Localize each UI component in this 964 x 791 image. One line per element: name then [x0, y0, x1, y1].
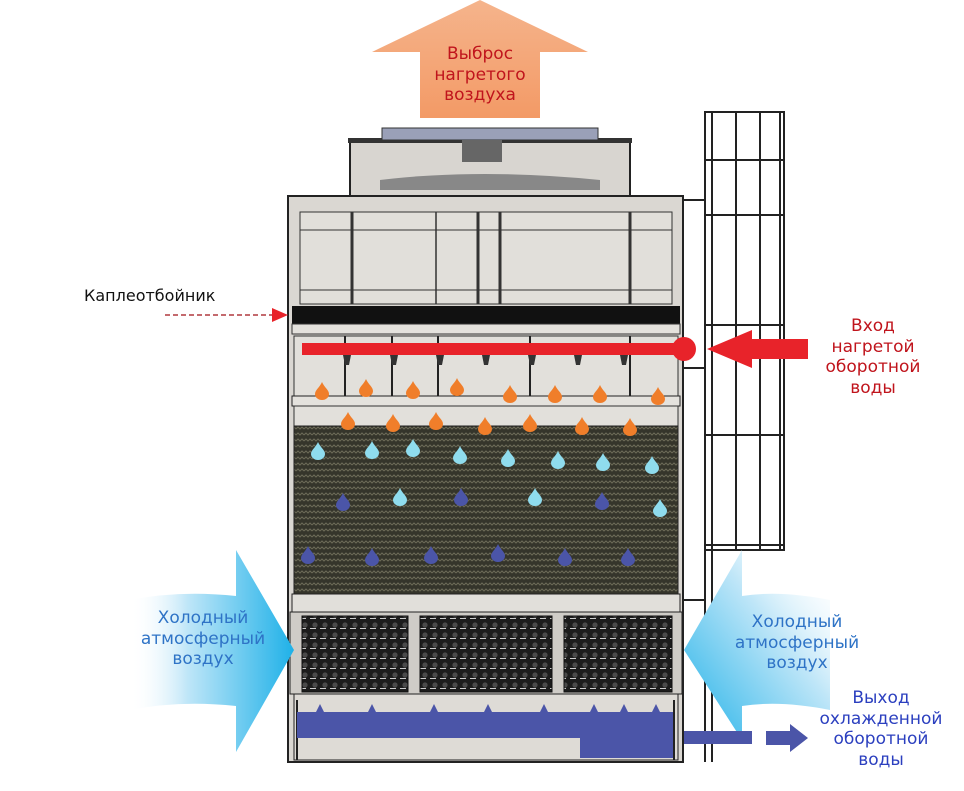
water-drop-lightblue [551, 451, 565, 469]
cooled-water-outlet-pipe [684, 731, 752, 744]
label-line: Выброс [446, 44, 514, 64]
water-drop-darkblue [595, 492, 609, 510]
water-drop-orange [478, 417, 492, 435]
label-line: Холодный [157, 608, 249, 628]
label-line: оборотной [825, 357, 921, 378]
water-drop-lightblue [453, 446, 467, 464]
cooled-water-outlet-arrow [766, 724, 808, 752]
water-drop-orange [575, 417, 589, 435]
label-line: нагретого [434, 64, 526, 85]
water-drop-orange [429, 412, 443, 430]
louver-left [301, 615, 409, 693]
water-drop-darkblue [424, 546, 438, 564]
label-line: атмосферный [734, 632, 860, 653]
cold-air-left-label: Холодный атмосферный воздух [118, 608, 288, 670]
water-drop-darkblue [365, 548, 379, 566]
water-drops [301, 378, 667, 566]
cooled-water-outlet-label: Выход охлажденной оборотной воды [806, 688, 956, 771]
water-drop-orange [359, 379, 373, 397]
water-drop-darkblue [491, 544, 505, 562]
water-drop-darkblue [336, 493, 350, 511]
hot-water-header [302, 343, 684, 355]
hot-air-exhaust-arrow [372, 0, 588, 118]
drift-eliminator-label: Каплеотбойник [84, 286, 216, 305]
tower-casing [287, 195, 684, 763]
water-drop-orange [651, 387, 665, 405]
water-drop-darkblue [621, 548, 635, 566]
cold-air-left-arrow [130, 550, 294, 752]
label-line: Холодный [751, 612, 843, 632]
label-line: Выход [852, 688, 910, 708]
fill-media [293, 425, 679, 595]
hot-water-inlet-arrow [707, 330, 808, 368]
water-drop-lightblue [653, 499, 667, 517]
water-drop-lightblue [311, 442, 325, 460]
water-drop-darkblue [558, 548, 572, 566]
label-line: оборотной [833, 729, 929, 750]
hot-water-inlet-label: Вход нагретой оборотной воды [808, 316, 938, 399]
water-drop-lightblue [365, 441, 379, 459]
water-drop-lightblue [596, 453, 610, 471]
water-drop-lightblue [501, 449, 515, 467]
water-drop-orange [623, 418, 637, 436]
label-line: воздух [766, 653, 828, 674]
water-drop-orange [593, 385, 607, 403]
water-drop-lightblue [528, 488, 542, 506]
water-drop-orange [386, 414, 400, 432]
drift-eliminator [292, 306, 680, 324]
water-drop-orange [450, 378, 464, 396]
water-drop-orange [503, 385, 517, 403]
louver-center [419, 615, 553, 693]
ladder-cage [683, 111, 785, 762]
hot-air-exhaust-label: Выброс нагретого воздуха [410, 44, 550, 106]
label-line: воды [858, 750, 904, 771]
label-line: воздух [172, 649, 234, 670]
label-line: Вход [851, 316, 895, 336]
water-drop-orange [406, 381, 420, 399]
cooled-water-basin [297, 704, 673, 758]
louver-right [563, 615, 673, 693]
water-drop-lightblue [393, 488, 407, 506]
water-drop-lightblue [406, 439, 420, 457]
water-drop-darkblue [454, 488, 468, 506]
water-drop-orange [523, 414, 537, 432]
fan-housing [348, 127, 632, 199]
cold-air-right-arrow [684, 550, 830, 740]
cold-air-right-label: Холодный атмосферный воздух [712, 612, 882, 674]
label-line: воздуха [444, 85, 516, 106]
water-drop-darkblue [301, 546, 315, 564]
water-drop-orange [315, 382, 329, 400]
water-drop-orange [341, 412, 355, 430]
spray-nozzles [343, 355, 628, 365]
label-line: воды [850, 378, 896, 399]
label-line: охлажденной [819, 708, 943, 729]
water-drop-orange [548, 385, 562, 403]
water-drop-lightblue [645, 456, 659, 474]
label-line: нагретой [831, 336, 915, 357]
label-line: атмосферный [140, 628, 266, 649]
